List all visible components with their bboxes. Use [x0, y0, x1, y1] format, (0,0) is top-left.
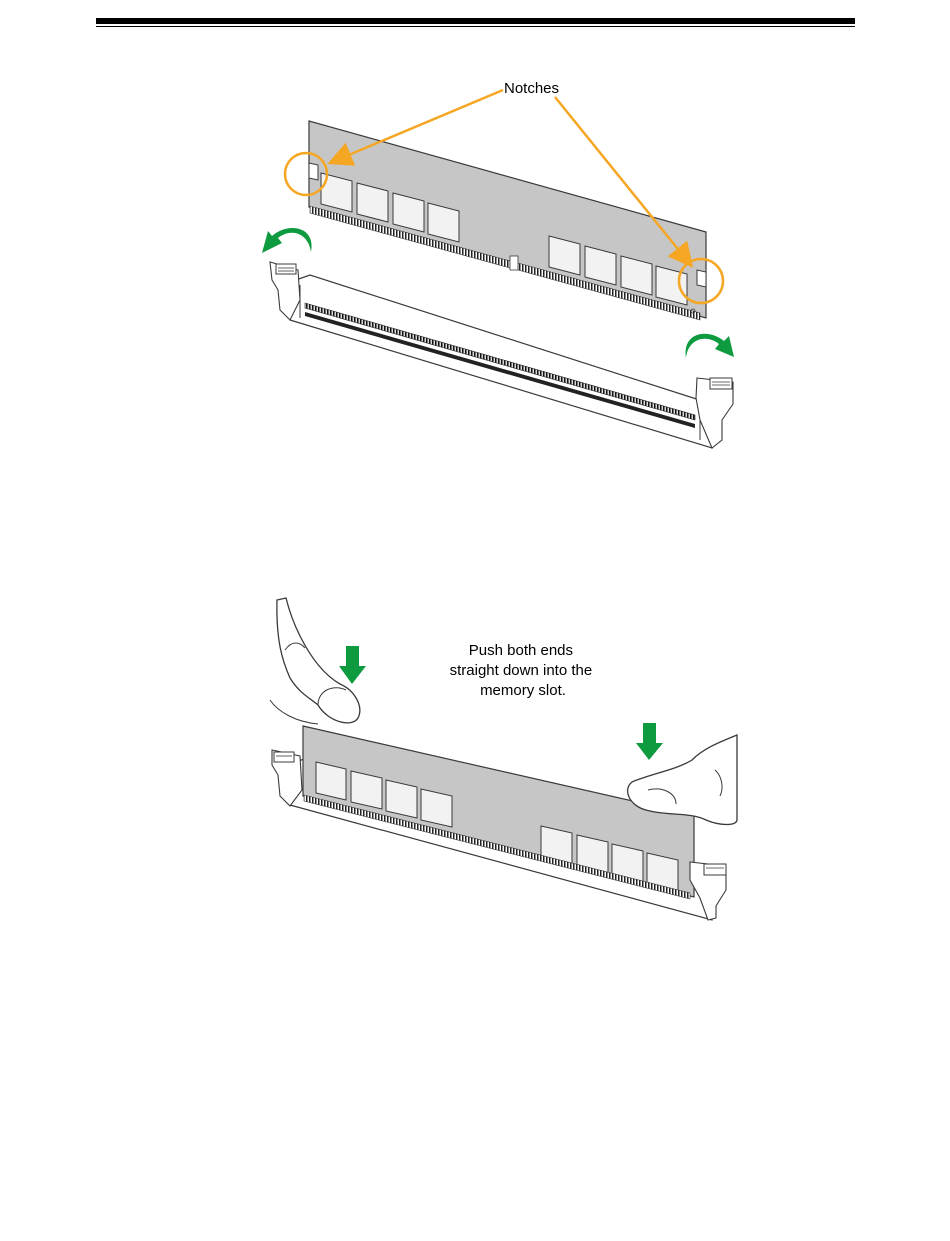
memory-module-top [309, 121, 706, 320]
rotate-arrow-right-icon [686, 334, 734, 358]
callout-label-notches: Notches [504, 80, 559, 97]
push-down-arrow-left-icon [339, 646, 366, 684]
bottom-figure: Push both ends straight down into the me… [270, 598, 737, 920]
memory-module-bottom [303, 726, 694, 899]
instruction-text: Push both ends straight down into the me… [450, 642, 597, 699]
top-figure: Notches [262, 80, 734, 448]
push-down-arrow-right-icon [636, 723, 663, 760]
rotate-arrow-left-icon [262, 228, 312, 253]
